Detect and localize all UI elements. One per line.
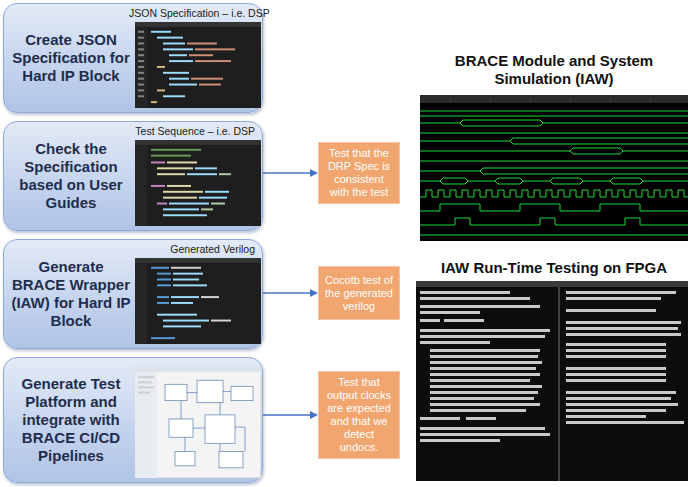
- terminal-screenshot: [416, 281, 688, 481]
- process-box: Generate Test Platform and integrate wit…: [3, 357, 263, 483]
- screenshot-caption: Test Sequence – i.e. DSP: [129, 125, 255, 138]
- process-title: Generate BRACE Wrapper (IAW) for Hard IP…: [10, 258, 132, 330]
- code-screenshot: [135, 258, 261, 344]
- callout-note: Test that the DRP Spec is consistent wit…: [318, 142, 400, 204]
- code-screenshot: [135, 22, 261, 108]
- callout-text: Test that output clocks are expected and…: [324, 376, 394, 454]
- screenshot-caption: Generated Verilog: [129, 243, 255, 256]
- process-title: Generate Test Platform and integrate wit…: [10, 375, 132, 465]
- arrow-connector: [263, 411, 318, 419]
- callout-note: Test that output clocks are expected and…: [318, 371, 400, 459]
- process-text-area: Generate BRACE Wrapper (IAW) for Hard IP…: [10, 240, 132, 348]
- process-title: Check the Specification based on User Gu…: [10, 140, 132, 212]
- waveform-screenshot: [420, 95, 688, 241]
- section-title: IAW Run-Time Testing on FPGA: [418, 259, 690, 277]
- callout-text: Test that the DRP Spec is consistent wit…: [324, 147, 394, 199]
- process-text-area: Create JSON Specification for Hard IP Bl…: [10, 4, 132, 112]
- callout-text: Cocotb test of the generated verilog: [324, 274, 394, 313]
- process-box: Check the Specification based on User Gu…: [3, 121, 263, 231]
- process-title: Create JSON Specification for Hard IP Bl…: [10, 31, 132, 85]
- callout-note: Cocotb test of the generated verilog: [318, 266, 400, 320]
- process-text-area: Check the Specification based on User Gu…: [10, 122, 132, 230]
- process-box: Create JSON Specification for Hard IP Bl…: [3, 3, 263, 113]
- code-screenshot: [135, 140, 261, 226]
- process-text-area: Generate Test Platform and integrate wit…: [10, 358, 132, 482]
- process-box: Generate BRACE Wrapper (IAW) for Hard IP…: [3, 239, 263, 349]
- section-title: BRACE Module and System Simulation (IAW): [418, 52, 690, 88]
- block-design-screenshot: [135, 366, 261, 478]
- arrow-connector: [263, 169, 318, 177]
- arrow-connector: [263, 289, 318, 297]
- screenshot-caption: JSON Specification – i.e. DSP: [129, 7, 255, 20]
